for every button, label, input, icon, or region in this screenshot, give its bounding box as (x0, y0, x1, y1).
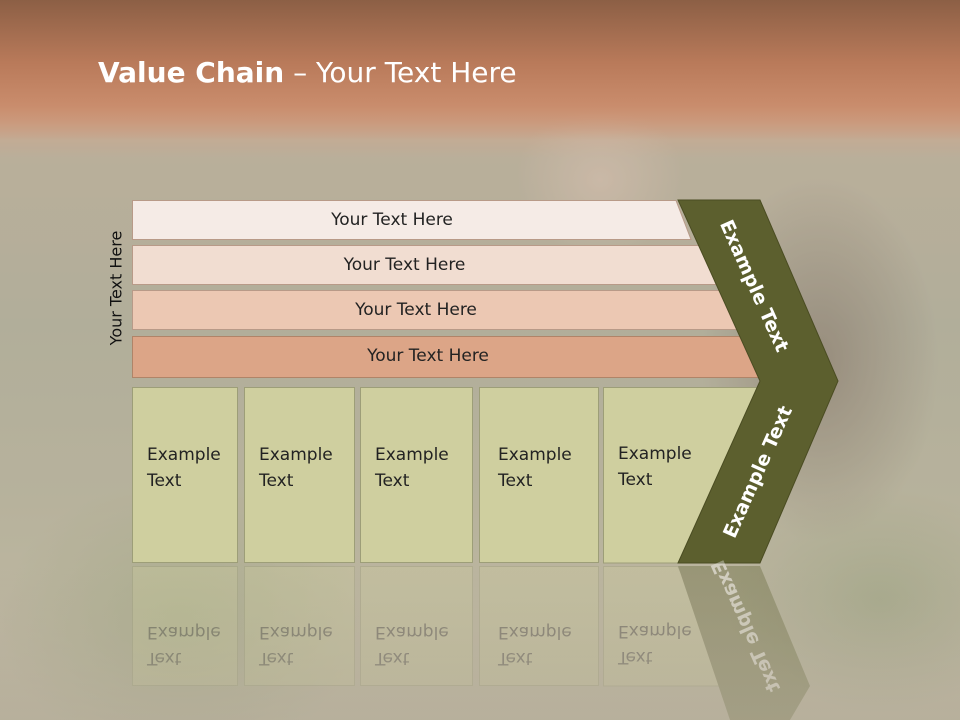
column-box-line1: Example (259, 445, 333, 465)
column-box-line2: Text (498, 471, 533, 491)
slide-title: Value Chain – Your Text Here (98, 56, 517, 89)
column-box-line2: Text (618, 470, 653, 490)
column-box-line1: Example (618, 444, 692, 464)
row-banner-2: Your Text Here (132, 245, 717, 285)
value-chain-chevron (677, 199, 839, 564)
row-banner-shape (132, 200, 692, 240)
column-box-line1: Example (375, 445, 449, 465)
column-box-line2: Text (147, 471, 182, 491)
row-banner-label: Your Text Here (355, 300, 477, 320)
row-banner-3: Your Text Here (132, 290, 740, 330)
row-banner-4: Your Text Here (132, 336, 764, 378)
column-box-line2: Text (375, 471, 410, 491)
column-box-line1: Example (498, 445, 572, 465)
column-box-line2: Text (259, 471, 294, 491)
slide-title-rest: – Your Text Here (284, 56, 517, 89)
row-banner-1: Your Text Here (132, 200, 692, 240)
side-label-text: Your Text Here (106, 230, 126, 346)
row-banner-label: Your Text Here (343, 255, 466, 275)
title-band (0, 0, 960, 140)
column-box-5: Example Text (603, 387, 703, 563)
row-banner-label: Your Text Here (331, 210, 453, 230)
column-box-line1: Example (147, 445, 221, 465)
slide-title-bold: Value Chain (98, 56, 285, 89)
row-banner-label: Your Text Here (367, 346, 489, 366)
